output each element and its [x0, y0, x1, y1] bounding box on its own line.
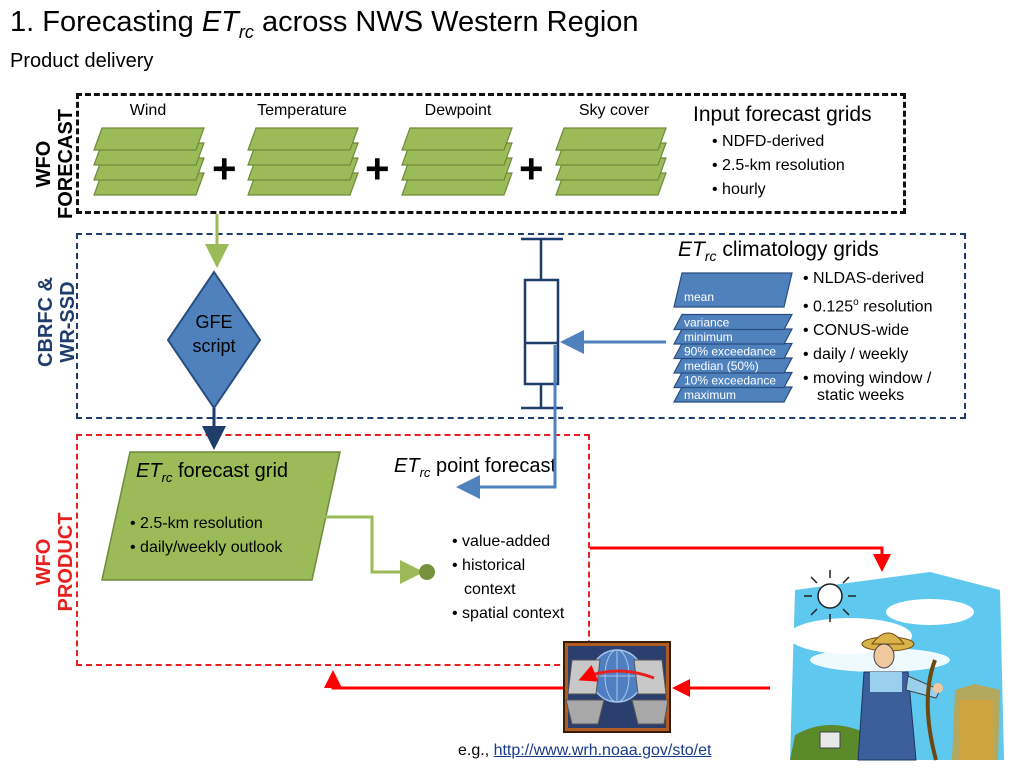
arrow-to-farmer	[590, 546, 891, 572]
input-grid-layer	[247, 127, 359, 151]
climatology-layer-label: median (50%)	[684, 359, 759, 373]
input-grids-bullets: NDFD-derived 2.5-km resolution hourly	[712, 130, 845, 202]
plus-sign: +	[212, 145, 237, 192]
list-item: 0.125o resolution	[803, 291, 932, 319]
climatology-layer-label: minimum	[684, 330, 733, 344]
input-grid-stacks	[93, 127, 667, 196]
wfo-forecast-section	[76, 93, 906, 214]
gfe-label-line2: script	[192, 336, 235, 356]
list-item: historical	[452, 554, 564, 578]
climatology-layer-label: 90% exceedance	[684, 345, 776, 359]
list-item: 2.5-km resolution	[712, 154, 845, 178]
grid-label-temperature: Temperature	[257, 102, 347, 119]
climatology-bullets: NLDAS-derived 0.125o resolution CONUS-wi…	[803, 267, 932, 391]
input-grid-layer	[401, 127, 513, 151]
wfo-product-section	[76, 434, 590, 666]
climatology-heading: ETrc climatology grids	[678, 238, 879, 265]
point-forecast-label: ETrc point forecast	[394, 455, 557, 480]
forecast-grid-bullets: 2.5-km resolution daily/weekly outlook	[130, 512, 282, 560]
input-grids-heading: Input forecast grids	[693, 103, 872, 126]
page-title: 1. Forecasting ETrc across NWS Western R…	[10, 6, 639, 42]
list-item: 2.5-km resolution	[130, 512, 282, 536]
forecast-grid-heading: ETrc forecast grid	[136, 460, 289, 485]
footer-url-line: e.g., http://www.wrh.noaa.gov/sto/et	[458, 742, 712, 759]
box-plot-icon	[521, 237, 563, 410]
input-grid-layer	[555, 127, 667, 151]
climatology-layer-label: maximum	[684, 388, 736, 402]
plus-sign: +	[365, 145, 390, 192]
product-dot	[419, 564, 435, 580]
list-item: hourly	[712, 178, 845, 202]
list-item: daily / weekly	[803, 343, 932, 367]
climatology-layer-label: variance	[684, 316, 730, 330]
list-item: context	[464, 581, 516, 598]
input-grid-layer	[93, 127, 205, 151]
farmer-clipart	[788, 570, 1004, 761]
climatology-layer	[673, 313, 793, 331]
cbrfc-section	[76, 233, 966, 419]
list-item: NDFD-derived	[712, 130, 845, 154]
grid-label-dewpoint: Dewpoint	[424, 102, 492, 119]
web-computers-icon	[563, 641, 671, 733]
list-item: moving window /	[803, 367, 932, 391]
arrow-to-product-dot	[325, 515, 424, 584]
list-item: spatial context	[452, 602, 564, 626]
value-bullets: value-added historical context spatial c…	[452, 530, 564, 626]
climatology-layer-label: 10% exceedance	[684, 374, 776, 388]
grid-label-sky-cover: Sky cover	[578, 102, 650, 119]
page-subtitle: Product delivery	[10, 50, 154, 72]
gfe-label-line1: GFE	[195, 312, 232, 332]
list-item: daily/weekly outlook	[130, 536, 282, 560]
list-item: NLDAS-derived	[803, 267, 932, 291]
plus-sign: +	[519, 145, 544, 192]
et-url-link[interactable]: http://www.wrh.noaa.gov/sto/et	[493, 742, 712, 759]
climatology-layer	[673, 272, 793, 308]
climatology-layer-label: mean	[684, 290, 714, 304]
list-item: CONUS-wide	[803, 319, 932, 343]
arrow-to-point-forecast	[456, 345, 557, 499]
arrow-web-to-wfo	[324, 670, 565, 690]
grid-label-wind: Wind	[129, 102, 167, 119]
list-item: value-added	[452, 530, 564, 554]
climatology-bullet-continuation: static weeks	[817, 387, 905, 404]
